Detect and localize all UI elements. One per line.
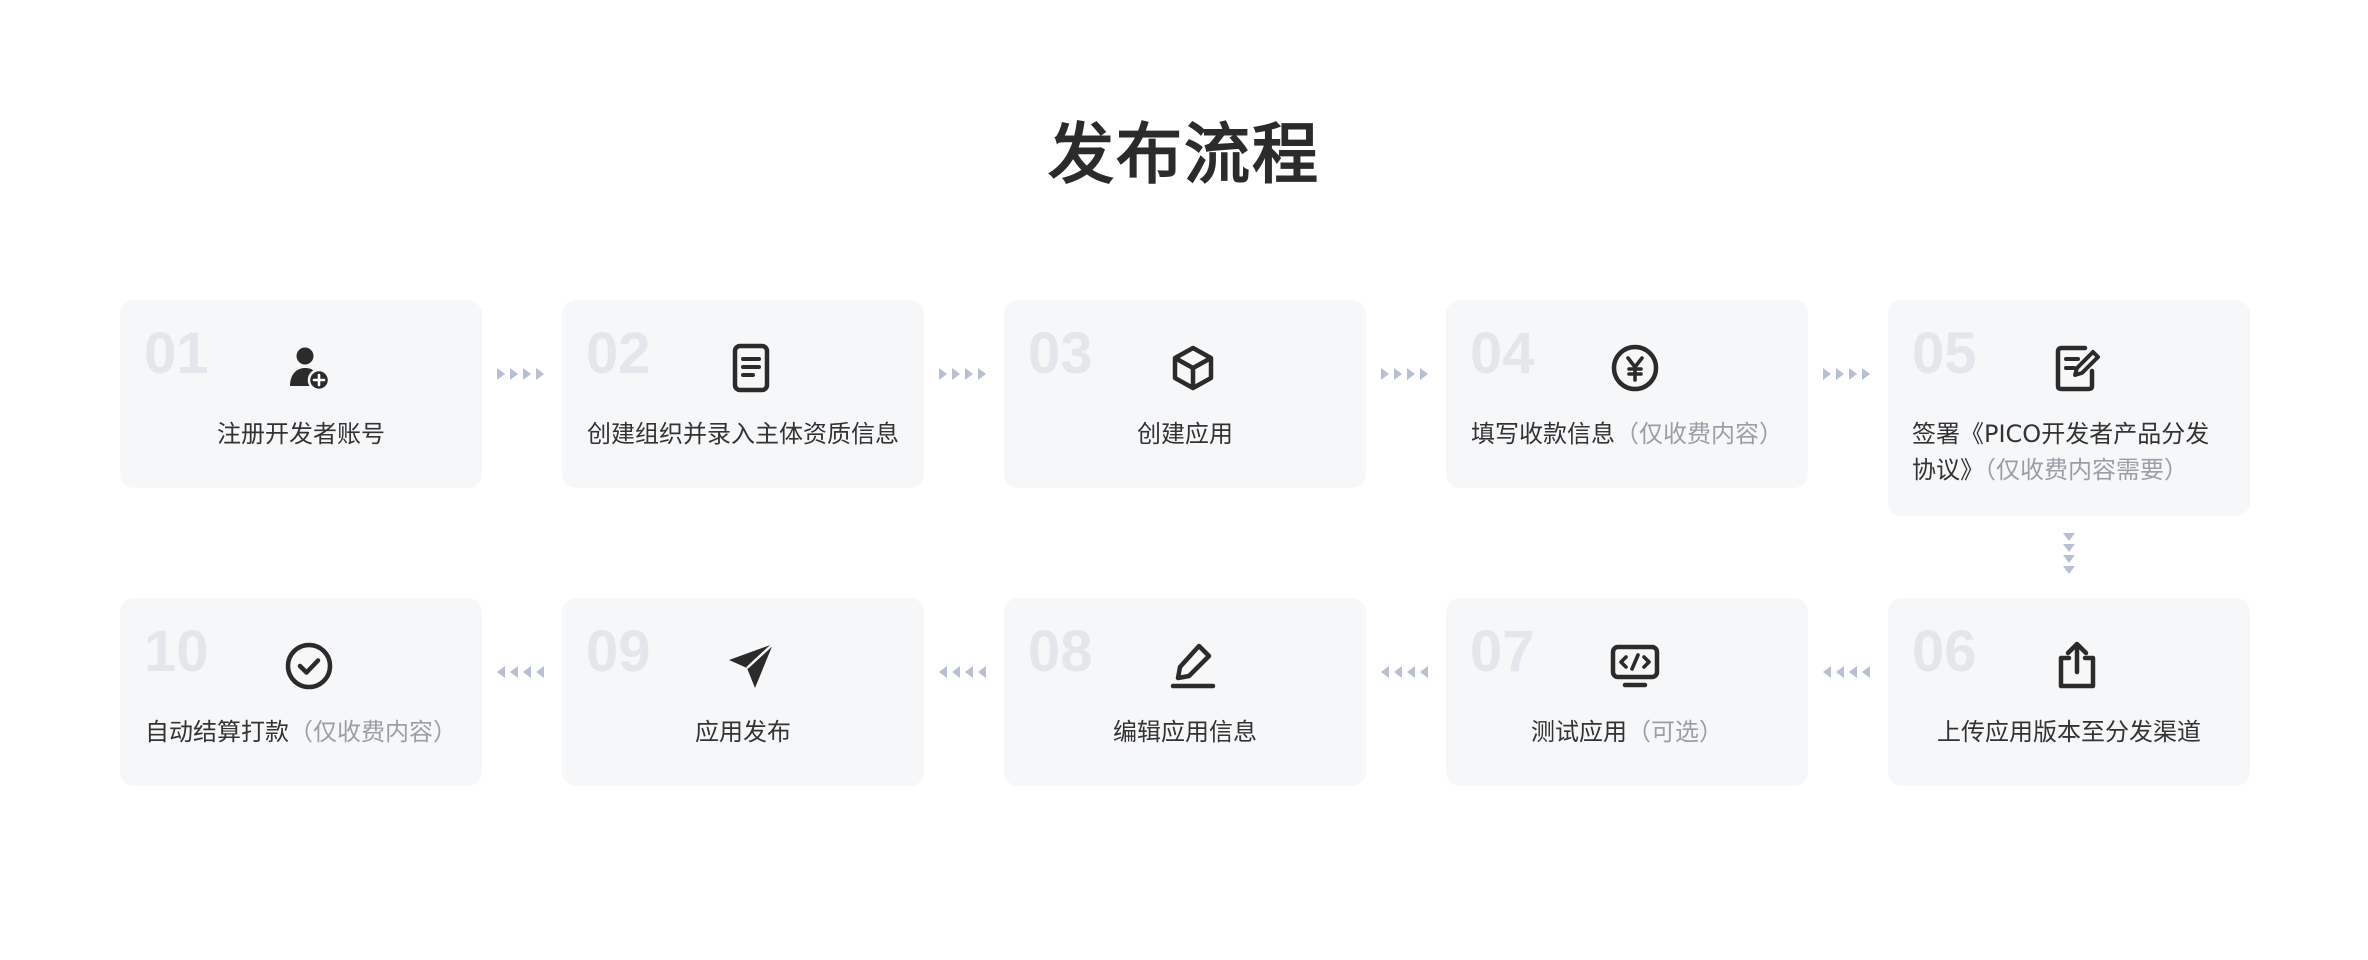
connector-arrow-right (938, 367, 987, 381)
step-number: 09 (586, 619, 651, 684)
step-label: 应用发布 (562, 714, 924, 750)
step-card-08: 08 编辑应用信息 (1004, 598, 1366, 786)
box-icon (1165, 340, 1221, 396)
step-label-text: 注册开发者账号 (217, 420, 385, 448)
connector-arrow-right (1380, 367, 1429, 381)
step-label-text: 创建应用 (1137, 420, 1233, 448)
step-number: 10 (144, 619, 209, 684)
step-card-01: 01 注册开发者账号 (120, 300, 482, 488)
step-card-04: 04 填写收款信息（仅收费内容） (1446, 300, 1808, 488)
step-label: 签署《PICO开发者产品分发协议》（仅收费内容需要） (1912, 416, 2232, 488)
step-card-05: 05 签署《PICO开发者产品分发协议》（仅收费内容需要） (1888, 300, 2250, 516)
step-label: 上传应用版本至分发渠道 (1888, 714, 2250, 750)
step-label: 填写收款信息（仅收费内容） (1446, 416, 1808, 452)
document-icon (723, 340, 779, 396)
step-note: （可选） (1627, 718, 1723, 746)
step-label-text: 测试应用 (1531, 718, 1627, 746)
step-label: 自动结算打款（仅收费内容） (120, 714, 482, 750)
step-card-06: 06 上传应用版本至分发渠道 (1888, 598, 2250, 786)
step-number: 03 (1028, 321, 1093, 386)
upload-icon (2049, 638, 2105, 694)
sign-icon (2049, 340, 2105, 396)
step-number: 02 (586, 321, 651, 386)
step-label: 创建组织并录入主体资质信息 (562, 416, 924, 452)
connector-arrow-down (2062, 532, 2076, 575)
connector-arrow-right (496, 367, 545, 381)
send-icon (723, 638, 779, 694)
step-label-text: 签署《PICO开发者产品分发协议》 (1912, 420, 2210, 484)
step-label: 注册开发者账号 (120, 416, 482, 452)
page-title: 发布流程 (1048, 116, 1320, 193)
step-label: 创建应用 (1004, 416, 1366, 452)
step-note: （仅收费内容需要） (1984, 456, 2188, 484)
step-label-text: 创建组织并录入主体资质信息 (587, 420, 899, 448)
step-label-text: 编辑应用信息 (1113, 718, 1257, 746)
connector-arrow-left (938, 665, 987, 679)
connector-arrow-left (1822, 665, 1871, 679)
check-circle-icon (281, 638, 337, 694)
yen-icon (1607, 340, 1663, 396)
step-card-10: 10 自动结算打款（仅收费内容） (120, 598, 482, 786)
step-card-09: 09 应用发布 (562, 598, 924, 786)
user-add-icon (281, 340, 337, 396)
connector-arrow-left (496, 665, 545, 679)
step-number: 05 (1912, 321, 1977, 386)
step-label-text: 自动结算打款 (145, 718, 289, 746)
step-label: 测试应用（可选） (1446, 714, 1808, 750)
step-card-02: 02 创建组织并录入主体资质信息 (562, 300, 924, 488)
step-number: 04 (1470, 321, 1535, 386)
step-number: 01 (144, 321, 209, 386)
step-card-03: 03 创建应用 (1004, 300, 1366, 488)
code-monitor-icon (1607, 638, 1663, 694)
connector-arrow-right (1822, 367, 1871, 381)
connector-arrow-left (1380, 665, 1429, 679)
step-number: 06 (1912, 619, 1977, 684)
step-number: 07 (1470, 619, 1535, 684)
step-label-text: 上传应用版本至分发渠道 (1937, 718, 2201, 746)
step-note: （仅收费内容） (1615, 420, 1783, 448)
step-note: （仅收费内容） (289, 718, 457, 746)
step-label: 编辑应用信息 (1004, 714, 1366, 750)
step-number: 08 (1028, 619, 1093, 684)
edit-icon (1165, 638, 1221, 694)
step-card-07: 07 测试应用（可选） (1446, 598, 1808, 786)
step-label-text: 填写收款信息 (1471, 420, 1615, 448)
step-label-text: 应用发布 (695, 718, 791, 746)
